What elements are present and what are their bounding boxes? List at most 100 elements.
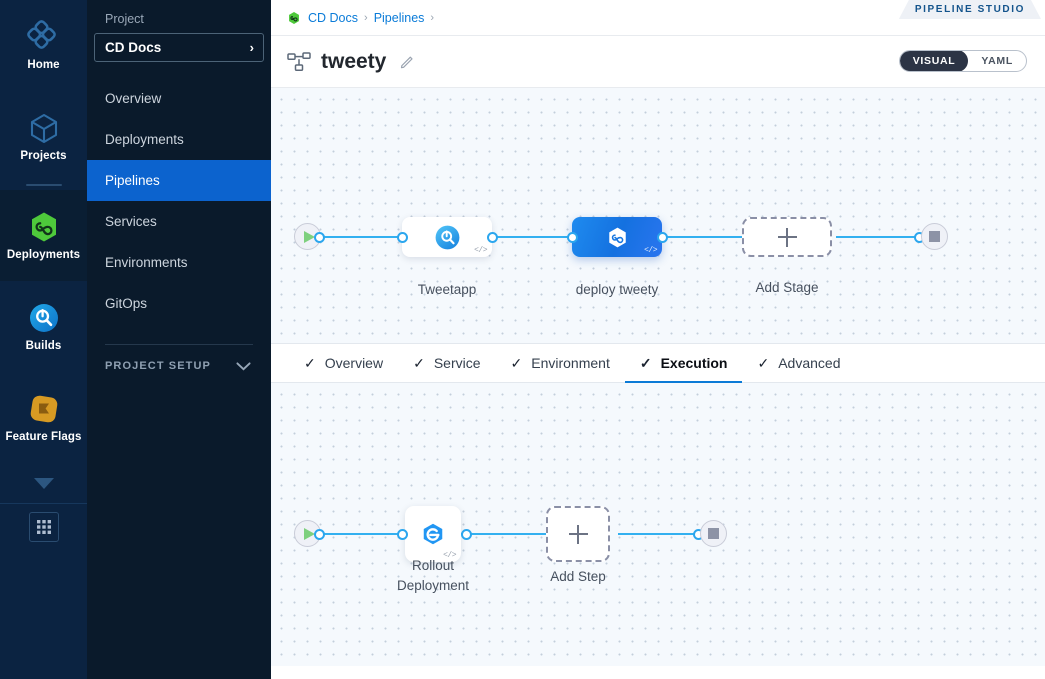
stage-tabs: ✓ Overview ✓ Service ✓ Environment ✓ Exe… — [271, 344, 1045, 384]
rail-apps-section — [0, 503, 87, 550]
rail-item-deployments[interactable]: Deployments — [0, 190, 87, 281]
connector-dot[interactable] — [314, 231, 325, 243]
stop-icon — [929, 231, 940, 242]
play-icon — [303, 230, 315, 243]
add-step-button[interactable] — [546, 506, 610, 562]
tab-execution[interactable]: ✓ Execution — [624, 344, 743, 384]
pencil-icon — [401, 56, 413, 69]
step-node-rollout-deployment[interactable]: </> — [405, 506, 461, 562]
tab-environment[interactable]: ✓ Environment — [496, 344, 625, 383]
main-panel: CD Docs › Pipelines › PIPELINE STUDIO tw… — [271, 0, 1045, 679]
rail-more-button[interactable] — [0, 463, 87, 503]
edge-stage1-to-stage2 — [457, 236, 575, 238]
tab-label: Service — [433, 355, 481, 371]
connector-dot[interactable] — [461, 528, 472, 540]
rail-item-label: Home — [27, 58, 60, 71]
connector-dot[interactable] — [567, 231, 578, 243]
stage-canvas[interactable]: </> Tweetapp </> deploy tweety Add St — [271, 88, 1045, 344]
project-selector-name: CD Docs — [105, 40, 162, 55]
step-label-rollout-deployment: Rollout Deployment — [396, 558, 470, 593]
sidebar-item-environments[interactable]: Environments — [105, 255, 188, 270]
sidebar-section-title: Project — [105, 12, 144, 26]
sidebar-item-overview[interactable]: Overview — [105, 91, 162, 106]
connector-dot[interactable] — [487, 231, 498, 243]
project-selector[interactable]: CD Docs › — [94, 33, 264, 62]
sidebar-item-pipelines[interactable]: Pipelines — [87, 160, 271, 201]
connector-dot[interactable] — [397, 528, 408, 540]
home-diamond-icon — [26, 19, 56, 49]
tab-service[interactable]: ✓ Service — [398, 344, 495, 383]
page-title: tweety — [321, 49, 387, 73]
rail-item-label: Feature Flags — [5, 430, 82, 443]
play-icon — [303, 527, 315, 540]
tab-advanced[interactable]: ✓ Advanced — [742, 344, 855, 383]
check-icon: ✓ — [510, 355, 523, 371]
primary-nav-rail: Home Projects Deployments — [0, 0, 87, 679]
breadcrumb-separator: › — [430, 11, 435, 24]
grid-apps-icon — [36, 520, 51, 534]
rail-item-feature-flags[interactable]: Feature Flags — [0, 372, 87, 463]
stage-label-deploy-tweety: deploy tweety — [575, 282, 659, 297]
project-sidebar: Project CD Docs › Overview Deployments P… — [87, 0, 271, 679]
deployments-hex-icon — [31, 212, 56, 242]
connector-dot[interactable] — [657, 231, 668, 243]
deployments-hex-icon — [289, 11, 299, 24]
code-badge: </> — [644, 246, 657, 255]
tab-label: Environment — [531, 355, 610, 371]
stage-node-tweetapp[interactable]: </> — [402, 217, 492, 257]
check-icon: ✓ — [639, 355, 652, 371]
sidebar-item-deployments[interactable]: Deployments — [105, 132, 184, 147]
sidebar-divider — [105, 344, 253, 345]
rail-item-builds[interactable]: Builds — [0, 281, 87, 372]
pipeline-studio-badge: PIPELINE STUDIO — [899, 0, 1041, 19]
edit-pipeline-button[interactable] — [400, 54, 415, 69]
start-node[interactable] — [294, 223, 321, 250]
check-icon: ✓ — [757, 355, 770, 371]
tab-label: Overview — [324, 355, 384, 371]
sidebar-item-gitops[interactable]: GitOps — [105, 296, 148, 311]
stage-label-tweetapp: Tweetapp — [417, 282, 477, 297]
mode-toggle[interactable]: VISUAL YAML — [898, 50, 1027, 72]
rail-item-label: Deployments — [6, 248, 81, 261]
tab-overview[interactable]: ✓ Overview — [289, 344, 398, 383]
mode-option-yaml[interactable]: YAML — [981, 55, 1013, 67]
edge-addstage-to-end — [836, 236, 919, 238]
chevron-right-icon: › — [249, 40, 254, 55]
rollout-deployment-icon — [423, 523, 443, 545]
breadcrumb: CD Docs › Pipelines › PIPELINE STUDIO — [271, 0, 1045, 36]
deployments-hex-icon — [608, 227, 626, 247]
project-setup-toggle[interactable]: PROJECT SETUP — [87, 345, 271, 387]
breadcrumb-separator: › — [364, 11, 368, 24]
add-step-label: Add Step — [550, 569, 606, 584]
mode-option-visual[interactable]: VISUAL — [899, 51, 969, 71]
feature-flags-icon — [30, 395, 57, 423]
builds-circle-icon — [435, 225, 459, 249]
chevron-down-icon — [236, 361, 251, 371]
end-node[interactable] — [921, 223, 948, 250]
tab-label: Advanced — [778, 355, 841, 371]
sidebar-nav-list: Overview Deployments Pipelines Services … — [87, 78, 271, 324]
sidebar-item-services[interactable]: Services — [105, 214, 157, 229]
connector-dot[interactable] — [314, 528, 325, 540]
grid-apps-button[interactable] — [28, 512, 59, 542]
builds-circle-icon — [29, 303, 58, 332]
rail-item-projects[interactable]: Projects — [0, 91, 87, 182]
stage-node-deploy-tweety[interactable]: </> — [572, 217, 662, 257]
rail-item-label: Builds — [25, 339, 62, 352]
code-badge: </> — [474, 246, 487, 255]
add-stage-button[interactable] — [742, 217, 832, 257]
project-setup-label: PROJECT SETUP — [105, 360, 211, 372]
check-icon: ✓ — [304, 355, 316, 371]
end-node[interactable] — [700, 520, 727, 547]
tab-label: Execution — [660, 355, 728, 371]
connector-dot[interactable] — [397, 231, 408, 243]
rail-item-home[interactable]: Home — [0, 0, 87, 91]
edge-step1-to-addstep — [457, 533, 580, 535]
add-stage-label: Add Stage — [755, 280, 819, 295]
execution-step-canvas[interactable]: </> Rollout Deployment Add Step — [271, 383, 1045, 666]
edge-stage2-to-addstage — [616, 236, 744, 238]
breadcrumb-item-pipelines[interactable]: Pipelines — [373, 10, 425, 25]
rail-divider — [25, 184, 62, 186]
breadcrumb-item-cd-docs[interactable]: CD Docs — [308, 10, 359, 25]
